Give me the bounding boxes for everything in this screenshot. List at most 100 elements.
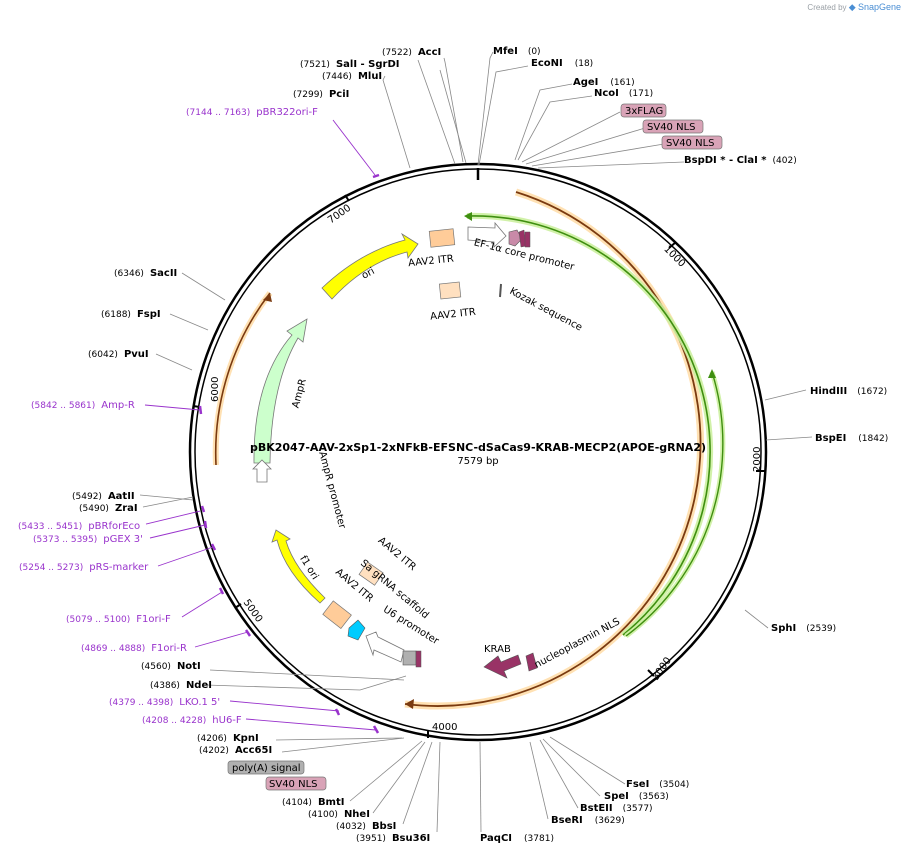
svg-text:3xFLAG: 3xFLAG xyxy=(625,106,663,117)
site-leader-lines xyxy=(139,51,813,833)
u6-promoter-arrow xyxy=(365,631,405,663)
f1-ori-arrow xyxy=(271,529,326,604)
ampr-arrow xyxy=(253,318,308,464)
site-bsteii[interactable]: BstEII(3577) xyxy=(580,803,653,814)
backbone-ticks xyxy=(192,194,765,738)
ef1a-promoter-arrow xyxy=(467,221,507,248)
site-bspei[interactable]: BspEI(1842) xyxy=(815,433,888,444)
cas9-inner-arrowhead xyxy=(708,369,716,378)
polya-signal-shape xyxy=(402,650,417,666)
dsacas9-cds-line xyxy=(404,191,702,707)
site-fspi[interactable]: (6188)FspI xyxy=(101,309,161,320)
label-aav2-itr-2: AAV2 ITR xyxy=(430,307,477,323)
aav2-itr-box-1 xyxy=(428,228,456,248)
site-mfei[interactable]: MfeI(0) xyxy=(493,46,541,57)
ori-arrow xyxy=(321,232,419,300)
cas9-green-arrowhead xyxy=(464,212,472,221)
tick-label-4000: 4000 xyxy=(432,722,457,733)
sa-grna-scaffold-shape xyxy=(347,619,366,641)
site-acc65i[interactable]: (4202)Acc65I xyxy=(199,745,272,756)
svg-text:SV40 NLS: SV40 NLS xyxy=(269,779,318,790)
site-aatii[interactable]: (5492)AatII xyxy=(72,491,135,502)
plasmid-length: 7579 bp xyxy=(457,456,498,467)
site-sacii[interactable]: (6346)SacII xyxy=(114,268,177,279)
label-ampr-promoter: AmpR promoter xyxy=(316,450,347,530)
label-aav2-itr-1: AAV2 ITR xyxy=(408,254,455,270)
site-paqci[interactable]: PaqCI(3781) xyxy=(480,833,554,844)
site-hindiii[interactable]: HindIII(1672) xyxy=(810,386,887,397)
primer-pbr322ori-f[interactable]: (7144 .. 7163)pBR322ori-F xyxy=(186,107,318,118)
cas9-green-halo xyxy=(466,212,714,638)
cas9-inner-line xyxy=(625,371,724,637)
tick-label-1000: 1000 xyxy=(661,244,687,270)
primer-hu6-f[interactable]: (4208 .. 4228)hU6-F xyxy=(142,715,242,726)
cas9-green-line xyxy=(466,215,711,636)
svg-text:SV40 NLS: SV40 NLS xyxy=(647,122,696,133)
site-sali-sgrdi[interactable]: (7521)SalI - SgrDI xyxy=(300,59,399,70)
site-fsei[interactable]: FseI(3504) xyxy=(626,779,689,790)
site-bsu36i[interactable]: (3951)Bsu36I xyxy=(356,833,430,844)
krab-arrow xyxy=(483,654,522,679)
svg-text:poly(A) signal: poly(A) signal xyxy=(232,763,301,774)
snapgene-brand: Created by ◆ SnapGene xyxy=(807,2,901,13)
site-kpni[interactable]: (4206)KpnI xyxy=(197,733,259,744)
dsacas9-cds-arrowhead xyxy=(405,699,414,709)
tick-label-3000: 3000 xyxy=(650,655,674,682)
primer-pgex3[interactable]: (5373 .. 5395)pGEX 3' xyxy=(33,534,143,545)
site-pvui[interactable]: (6042)PvuI xyxy=(88,349,149,360)
aav2-itr-box-4 xyxy=(322,600,352,629)
site-pcii[interactable]: (7299)PciI xyxy=(293,89,349,100)
site-econi[interactable]: EcoNI(18) xyxy=(531,58,593,69)
tick-label-2000: 2000 xyxy=(752,447,763,472)
site-bspdi-clai[interactable]: BspDI * - ClaI *(402) xyxy=(684,155,797,166)
plasmid-title: pBK2047-AAV-2xSp1-2xNFkB-EFSNC-dSaCas9-K… xyxy=(250,441,706,454)
aav2-itr-box-3 xyxy=(358,561,384,586)
brand-prefix: Created by xyxy=(807,3,847,12)
primer-prs-marker[interactable]: (5254 .. 5273)pRS-marker xyxy=(19,562,149,573)
label-polya-signal[interactable]: poly(A) signal xyxy=(227,760,305,775)
tick-label-6000: 6000 xyxy=(210,377,221,402)
site-spei[interactable]: SpeI(3563) xyxy=(604,791,669,802)
site-mlui[interactable]: (7446)MluI xyxy=(322,71,382,82)
site-noti[interactable]: (4560)NotI xyxy=(141,661,201,672)
nls-shape-2 xyxy=(524,231,531,248)
brand-name: SnapGene xyxy=(857,2,901,12)
label-ampr: AmpR xyxy=(290,378,308,410)
site-ncoi[interactable]: NcoI(171) xyxy=(594,88,653,99)
label-sv40-nls-1[interactable]: SV40 NLS xyxy=(642,119,704,134)
nucleoplasmin-nls-shape xyxy=(525,652,538,672)
sv40-nls-shape-bottom xyxy=(415,650,422,668)
primer-f1ori-r[interactable]: (4869 .. 4888)F1ori-R xyxy=(81,643,187,654)
ampr-promoter-arrow xyxy=(252,459,272,483)
label-sv40-nls-3[interactable]: SV40 NLS xyxy=(265,776,327,791)
site-acci[interactable]: (7522)AccI xyxy=(382,47,441,58)
primer-marks xyxy=(198,173,380,734)
label-aav2-itr-3: AAV2 ITR xyxy=(376,535,418,573)
site-ndei[interactable]: (4386)NdeI xyxy=(150,680,212,691)
primer-leader-lines xyxy=(144,119,377,731)
site-agei[interactable]: AgeI(161) xyxy=(573,77,635,88)
site-bbsi[interactable]: (4032)BbsI xyxy=(336,821,396,832)
primer-f1ori-f[interactable]: (5079 .. 5100)F1ori-F xyxy=(66,614,171,625)
site-bmti[interactable]: (4104)BmtI xyxy=(282,797,344,808)
left-cds-line xyxy=(214,292,271,466)
label-ori: ori xyxy=(360,266,377,282)
primer-lko1-5[interactable]: (4379 .. 4398)LKO.1 5' xyxy=(109,697,220,708)
flag-shape xyxy=(508,229,523,247)
svg-text:SV40 NLS: SV40 NLS xyxy=(666,138,715,149)
kozak-mark xyxy=(499,283,502,298)
site-zrai[interactable]: (5490)ZraI xyxy=(79,503,138,514)
left-cds-arrowhead xyxy=(263,293,272,302)
primer-amp-r[interactable]: (5842 .. 5861)Amp-R xyxy=(31,400,135,411)
site-bseri[interactable]: BseRI(3629) xyxy=(551,815,625,826)
aav2-itr-box-2 xyxy=(438,281,462,300)
label-kozak: Kozak sequence xyxy=(508,286,584,334)
snapgene-logo-icon: ◆ xyxy=(848,2,856,12)
primer-pbrforeco[interactable]: (5433 .. 5451)pBRforEco xyxy=(18,521,140,532)
site-sphi[interactable]: SphI(2539) xyxy=(771,623,836,634)
site-nhei[interactable]: (4100)NheI xyxy=(308,809,370,820)
label-3xflag[interactable]: 3xFLAG xyxy=(620,103,667,118)
label-sv40-nls-2[interactable]: SV40 NLS xyxy=(661,135,723,150)
label-krab: KRAB xyxy=(484,644,511,655)
